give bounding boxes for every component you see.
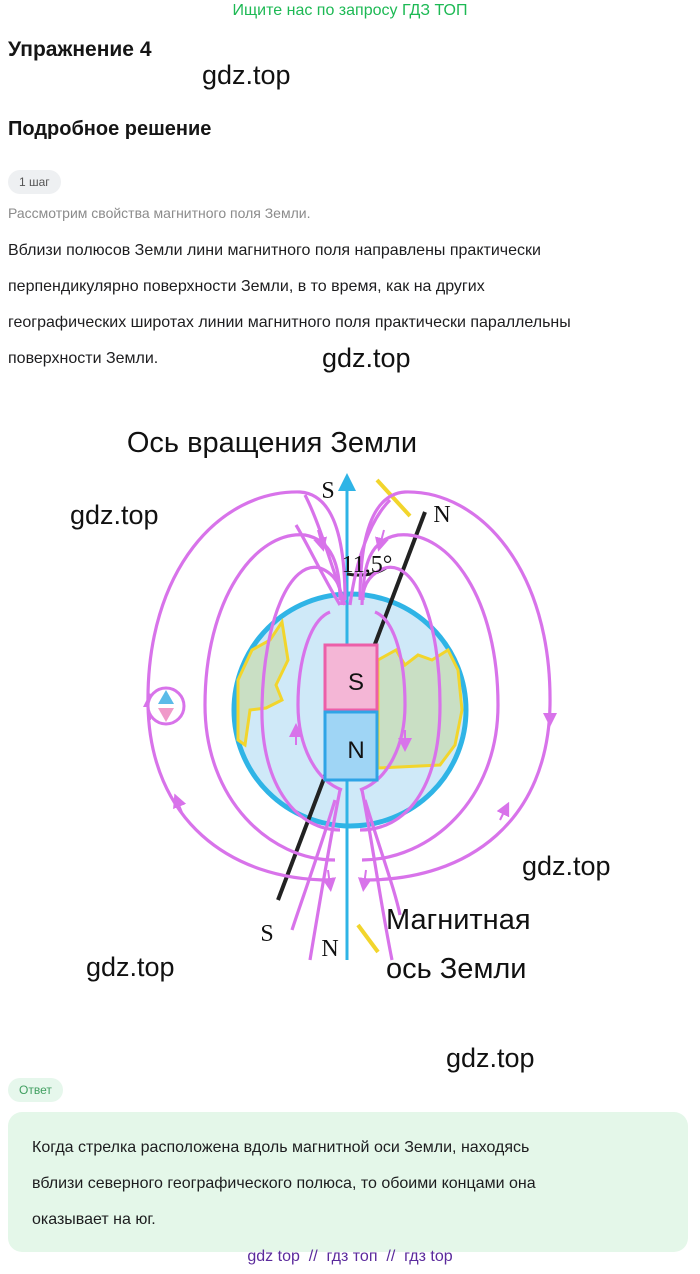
watermark: gdz.top [70, 500, 159, 530]
section-title: Подробное решение [8, 118, 212, 140]
magnetic-pole-top: N [433, 502, 450, 528]
magnet-n-label: N [347, 737, 364, 764]
answer-badge: Ответ [8, 1078, 63, 1102]
answer-line: оказывает на юг. [32, 1211, 156, 1228]
magnet-s-label: S [348, 669, 364, 696]
bar-magnet: S N [323, 643, 379, 782]
magnetic-axis-marker-bottom [356, 923, 380, 954]
land-east [376, 647, 464, 770]
angle-label: 11,5° [342, 552, 393, 578]
magnet-south-half [323, 643, 379, 712]
promo-banner[interactable]: Ищите нас по запросу ГДЗ ТОП [232, 2, 468, 19]
field-line-outer-right [358, 490, 552, 882]
exercise-title: Упражнение 4 [8, 38, 152, 61]
explanation-line: перпендикулярно поверхности Земли, в то … [8, 278, 485, 295]
step-badge: 1 шаг [8, 170, 61, 194]
magnetic-axis-caption-2: ось Земли [386, 953, 527, 985]
field-line-bottom-1 [308, 789, 342, 961]
magnetic-pole-bottom: S [260, 921, 273, 947]
watermark: gdz.top [446, 1043, 535, 1073]
field-line-inner-left [260, 565, 344, 832]
field-line-top-2 [348, 498, 392, 606]
earth-magnetic-field-diagram: S N Ось вращения Земли 11,5° S N N S Маг… [127, 427, 557, 985]
geographic-pole-bottom: N [321, 936, 338, 962]
axis-caption: Ось вращения Земли [127, 427, 417, 459]
explanation-line: Вблизи полюсов Земли лини магнитного пол… [8, 242, 541, 259]
answer-line: вблизи северного географического полюса,… [32, 1175, 536, 1192]
answer-line: Когда стрелка расположена вдоль магнитно… [32, 1139, 530, 1156]
field-line-core-left [296, 610, 343, 792]
answer-text: Когда стрелка расположена вдоль магнитно… [32, 1130, 652, 1238]
field-line-bottom-3 [290, 799, 337, 931]
field-line-bottom-2 [360, 789, 394, 961]
field-lines [146, 490, 552, 961]
step-description: Рассмотрим свойства магнитного поля Земл… [8, 205, 311, 221]
watermark: gdz.top [522, 851, 611, 881]
watermark: gdz.top [202, 60, 291, 90]
field-line-core-right [359, 610, 407, 792]
explanation-line: поверхности Земли. [8, 350, 159, 367]
magnetic-axis-caption-1: Магнитная [386, 904, 531, 936]
field-line-inner-right [359, 565, 442, 832]
magnet-north-half [323, 710, 379, 782]
explanation-line: географических широтах линии магнитного … [8, 314, 571, 331]
field-line-top-3 [294, 524, 342, 606]
geographic-pole-top: S [321, 478, 334, 504]
answer-box: Когда стрелка расположена вдоль магнитно… [8, 1112, 688, 1252]
watermark: gdz.top [86, 952, 175, 982]
footer-links[interactable]: gdz top // гдз топ // гдз top [247, 1248, 453, 1265]
magnetic-axis-marker-top [375, 478, 412, 518]
field-line-outer-left [146, 490, 347, 882]
watermark: gdz.top [322, 343, 411, 373]
field-line-bottom-4 [363, 799, 402, 916]
compass-icon [146, 686, 186, 726]
